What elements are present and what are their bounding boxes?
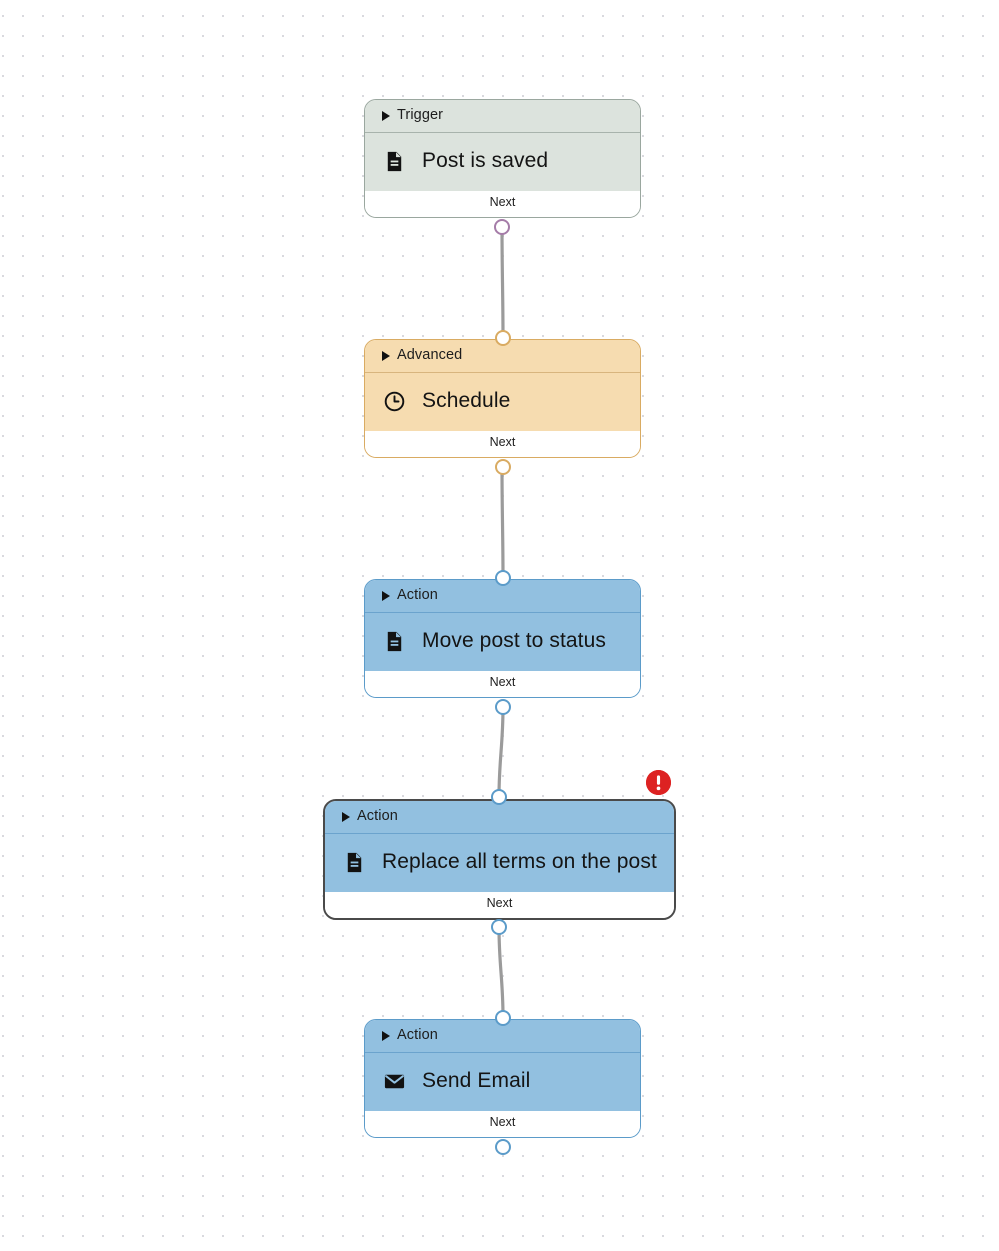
node-next-label: Next: [325, 891, 674, 918]
node-category-label: Action: [397, 1027, 438, 1043]
node-title: Move post to status: [422, 629, 606, 653]
edge-advanced-to-action1: [500, 465, 505, 580]
source-handle-action-send-email[interactable]: [495, 1139, 511, 1155]
edge-action2-to-action3: [497, 925, 505, 1019]
node-next-label: Next: [365, 670, 640, 697]
edge-trigger-to-advanced: [500, 225, 505, 340]
envelope-icon: [383, 1070, 406, 1093]
node-category-label: Action: [357, 808, 398, 824]
node-trigger-post-is-saved[interactable]: Trigger Post is saved Next: [364, 99, 641, 218]
clock-icon: [383, 390, 406, 413]
node-body[interactable]: Send Email: [365, 1052, 640, 1111]
target-handle-action-move-post-to-status[interactable]: [495, 570, 511, 586]
node-next-label: Next: [365, 430, 640, 457]
source-handle-trigger-post-is-saved[interactable]: [494, 219, 510, 235]
node-action-send-email[interactable]: Action Send Email Next: [364, 1019, 641, 1138]
target-handle-action-send-email[interactable]: [495, 1010, 511, 1026]
expand-triangle-icon[interactable]: [382, 350, 390, 361]
node-category-label: Trigger: [397, 107, 444, 123]
node-body[interactable]: Replace all terms on the post: [325, 833, 674, 892]
exclamation-icon: [646, 770, 671, 795]
node-body[interactable]: Move post to status: [365, 612, 640, 671]
expand-triangle-icon[interactable]: [382, 1030, 390, 1041]
node-title: Schedule: [422, 389, 511, 413]
node-action-replace-all-terms-on-the-post[interactable]: Action Replace all terms on the post Nex…: [323, 799, 676, 920]
document-icon: [383, 630, 406, 653]
edge-action1-to-action2: [497, 705, 505, 799]
expand-triangle-icon[interactable]: [342, 811, 350, 822]
node-category-label: Action: [397, 587, 438, 603]
node-title: Post is saved: [422, 149, 549, 173]
source-handle-advanced-schedule[interactable]: [495, 459, 511, 475]
target-handle-action-replace-all-terms-on-the-post[interactable]: [491, 789, 507, 805]
source-handle-action-replace-all-terms-on-the-post[interactable]: [491, 919, 507, 935]
node-action-move-post-to-status[interactable]: Action Move post to status Next: [364, 579, 641, 698]
node-advanced-schedule[interactable]: Advanced Schedule Next: [364, 339, 641, 458]
expand-triangle-icon[interactable]: [382, 590, 390, 601]
source-handle-action-move-post-to-status[interactable]: [495, 699, 511, 715]
node-next-label: Next: [365, 190, 640, 217]
node-header[interactable]: Action: [325, 801, 674, 834]
expand-triangle-icon[interactable]: [382, 110, 390, 121]
node-header[interactable]: Trigger: [365, 100, 640, 133]
node-title: Replace all terms on the post: [382, 850, 657, 874]
node-body[interactable]: Post is saved: [365, 132, 640, 191]
target-handle-advanced-schedule[interactable]: [495, 330, 511, 346]
node-body[interactable]: Schedule: [365, 372, 640, 431]
node-title: Send Email: [422, 1069, 531, 1093]
node-category-label: Advanced: [397, 347, 463, 363]
node-next-label: Next: [365, 1110, 640, 1137]
document-icon: [343, 851, 366, 874]
document-icon: [383, 150, 406, 173]
error-badge[interactable]: [646, 770, 671, 795]
